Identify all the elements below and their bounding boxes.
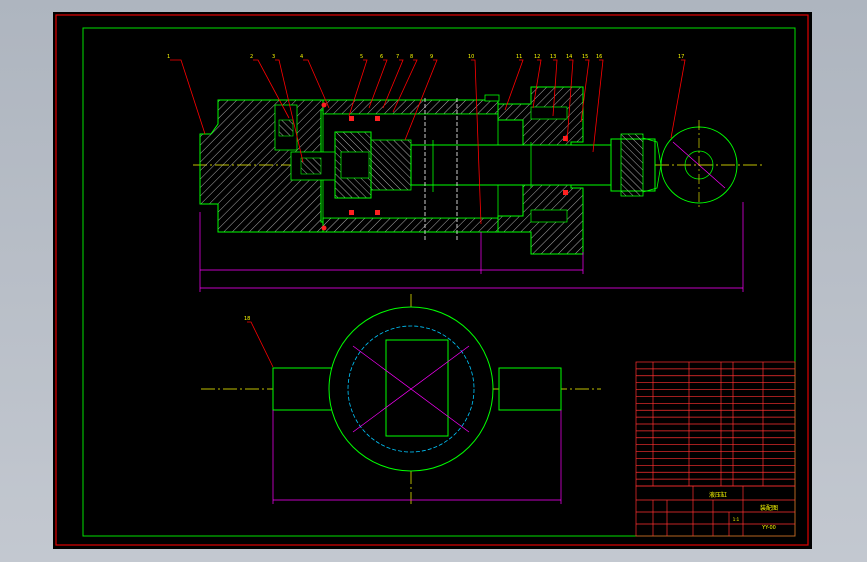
title-block bbox=[635, 485, 796, 537]
outer-frame bbox=[55, 14, 809, 546]
balloon-6: 6 bbox=[380, 54, 383, 60]
balloon-16: 16 bbox=[596, 54, 602, 60]
barrel-lower-wall bbox=[322, 217, 499, 233]
left-trunnion bbox=[272, 367, 334, 411]
barrel-upper-wall bbox=[322, 99, 499, 115]
inner-frame bbox=[82, 27, 796, 537]
drawing-scale: 1:1 bbox=[733, 517, 740, 522]
guide-sleeve bbox=[370, 139, 412, 191]
parts-list bbox=[635, 361, 796, 487]
balloon-11: 11 bbox=[516, 54, 522, 60]
dimensions bbox=[199, 202, 744, 292]
balloon-4: 4 bbox=[300, 54, 303, 60]
balloon-14: 14 bbox=[566, 54, 572, 60]
balloon-12: 12 bbox=[534, 54, 540, 60]
top-view bbox=[201, 294, 601, 504]
square-flange bbox=[385, 339, 449, 437]
balloon-17: 17 bbox=[678, 54, 684, 60]
drawing-number: YY-00 bbox=[761, 525, 776, 531]
balloon-9: 9 bbox=[430, 54, 433, 60]
balloon-7: 7 bbox=[396, 54, 399, 60]
balloon-3: 3 bbox=[272, 54, 275, 60]
balloon-top-view: 18 bbox=[244, 316, 250, 322]
drawing-subtitle: 装配图 bbox=[760, 504, 778, 512]
balloon-5: 5 bbox=[360, 54, 363, 60]
balloon-13: 13 bbox=[550, 54, 556, 60]
seals bbox=[321, 102, 568, 231]
drawing-title: 液压缸 bbox=[709, 491, 727, 499]
balloon-10: 10 bbox=[468, 54, 474, 60]
piston-rod bbox=[410, 144, 612, 186]
balloon-1: 1 bbox=[167, 54, 170, 60]
bolt-circle bbox=[347, 325, 475, 453]
balloon-8: 8 bbox=[410, 54, 413, 60]
balloon-15: 15 bbox=[582, 54, 588, 60]
leader-lines bbox=[170, 59, 686, 368]
balloon-2: 2 bbox=[250, 54, 253, 60]
right-trunnion bbox=[498, 367, 562, 411]
